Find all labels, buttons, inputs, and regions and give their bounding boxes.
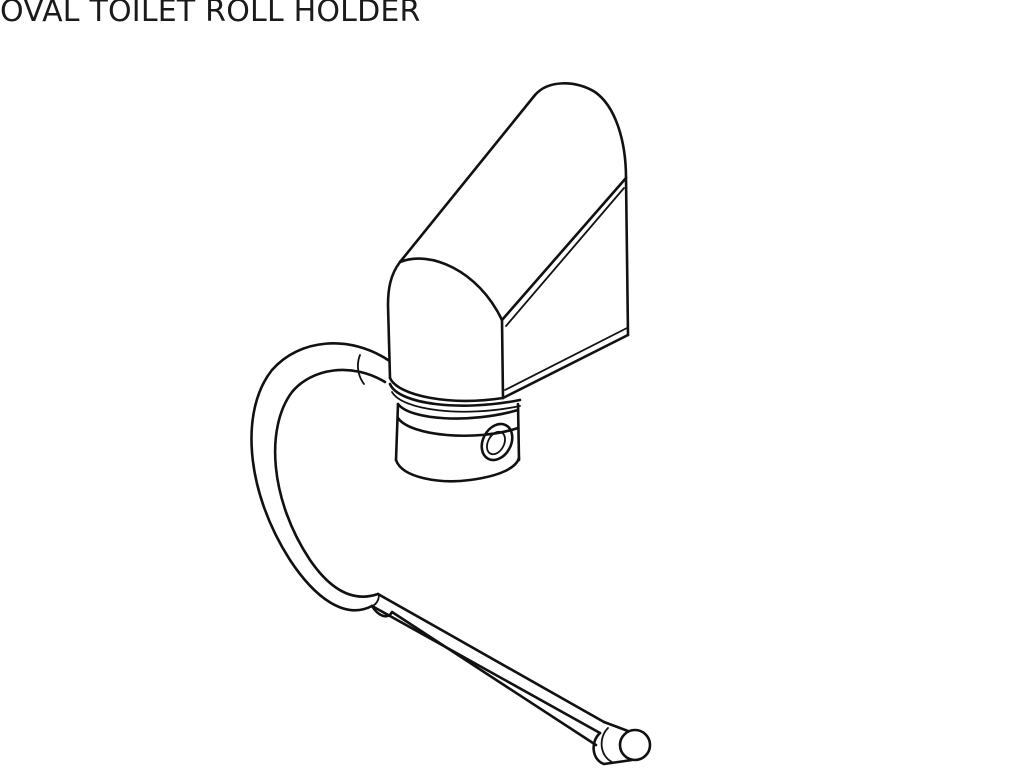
- mount-back-edge: [624, 176, 630, 337]
- collar-sleeve-right: [516, 402, 521, 462]
- set-screw-hole-inner: [486, 430, 506, 456]
- mount-front-dome: [386, 260, 402, 380]
- mount-front-vertical: [500, 318, 505, 400]
- collar-sleeve-left: [394, 402, 400, 462]
- arm-bar-lower: [376, 592, 606, 724]
- holder-arm: [250, 342, 606, 747]
- collar-ring-top: [388, 382, 522, 407]
- mount-bevel-lower: [505, 187, 625, 327]
- end-cap-body: [592, 731, 634, 766]
- arm-bar-upper: [370, 604, 602, 735]
- set-screw-hole-outer: [480, 422, 514, 462]
- collar-band-line: [396, 416, 520, 437]
- mount-bottom-edge-inner: [504, 327, 628, 391]
- collar-ring-mid: [391, 391, 521, 413]
- end-cap-top: [602, 720, 630, 733]
- mount-collar: [388, 382, 522, 483]
- arm-bar-bottom-edge: [370, 604, 598, 747]
- mount-top-ridge: [398, 93, 537, 264]
- arm-end-cap: [592, 720, 652, 766]
- product-title: OVAL TOILET ROLL HOLDER: [0, 0, 421, 29]
- mount-head: [386, 82, 630, 403]
- mount-bevel-upper: [500, 176, 628, 322]
- mount-bottom-edge: [501, 333, 630, 400]
- end-cap-ring: [600, 727, 613, 763]
- arm-seam-top: [357, 354, 365, 385]
- end-cap-face: [618, 728, 652, 762]
- mount-back-dome: [533, 82, 628, 180]
- mount-front-bottom: [388, 376, 505, 403]
- mount-front-cap: [398, 257, 504, 322]
- collar-ring-lower: [396, 402, 520, 420]
- collar-bottom: [394, 456, 521, 483]
- arm-outer-edge: [250, 342, 390, 612]
- arm-inner-edge: [273, 368, 387, 598]
